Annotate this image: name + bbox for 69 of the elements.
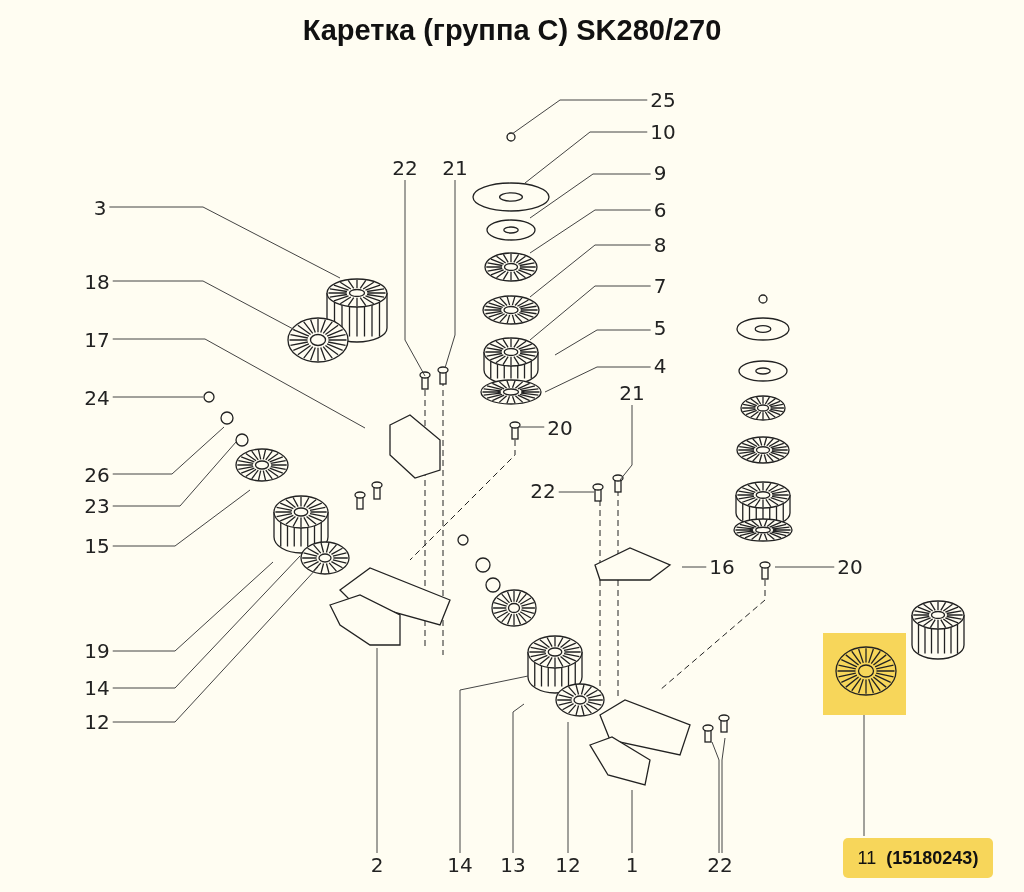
- callout-number: 26: [84, 465, 110, 485]
- callout-number: 12: [84, 712, 110, 732]
- callout-number: 7: [653, 276, 667, 296]
- callout-number: 14: [447, 855, 473, 875]
- highlight-box: [823, 633, 906, 715]
- leader-line: [681, 566, 707, 568]
- leader-line: [619, 404, 633, 481]
- leader-line: [567, 721, 569, 854]
- callout-number: 9: [653, 163, 667, 183]
- callout-number: 19: [84, 641, 110, 661]
- callout-number: 18: [84, 272, 110, 292]
- callout-number: 21: [619, 383, 645, 403]
- callout-box: [843, 838, 993, 878]
- leader-line: [459, 675, 529, 854]
- callout-number: 2: [370, 855, 384, 875]
- callout-number: 20: [837, 557, 863, 577]
- callout-number: 16: [709, 557, 735, 577]
- callout-number: 11: [857, 847, 877, 869]
- callout-number: 10: [650, 122, 676, 142]
- callout-number: 25: [650, 90, 676, 110]
- callout-number: 22: [530, 481, 556, 501]
- leader-line: [711, 741, 720, 854]
- callout-number: 22: [392, 158, 418, 178]
- callout-number: 3: [93, 198, 107, 218]
- leader-line: [774, 566, 835, 568]
- callout-number: 14: [84, 678, 110, 698]
- leader-line: [558, 491, 595, 493]
- leader-line: [112, 426, 225, 475]
- leader-line: [112, 280, 296, 331]
- leader-line: [721, 737, 726, 854]
- leader-line: [631, 789, 633, 854]
- leader-line: [544, 366, 652, 393]
- leader-line: [112, 396, 204, 398]
- callout-number: 20: [547, 418, 573, 438]
- callout-number: 23: [84, 496, 110, 516]
- callout-number: 1: [625, 855, 639, 875]
- leader-line: [529, 173, 652, 219]
- leader-line: [112, 441, 237, 507]
- leader-line: [112, 566, 319, 723]
- leader-line: [444, 179, 456, 369]
- leader-line: [108, 206, 341, 279]
- callout-number: 5: [653, 318, 667, 338]
- leader-line: [112, 561, 274, 652]
- callout-number: 24: [84, 388, 110, 408]
- leader-line: [529, 244, 652, 298]
- leader-line: [863, 714, 865, 837]
- leader-line: [376, 647, 378, 854]
- part-number: (15180243): [886, 847, 979, 869]
- callout-number: 22: [707, 855, 733, 875]
- leader-line: [529, 209, 652, 254]
- callout-number: 4: [653, 356, 667, 376]
- leader-line: [512, 703, 525, 854]
- title: Каретка (группа C) SK280/270: [301, 14, 723, 47]
- callout-number: 21: [442, 158, 468, 178]
- leader-line: [112, 555, 301, 689]
- callout-number: 17: [84, 330, 110, 350]
- callout-number: 8: [653, 235, 667, 255]
- leader-line: [517, 426, 545, 428]
- leader-line: [554, 329, 652, 356]
- callout-number: 15: [84, 536, 110, 556]
- callout-number: 12: [555, 855, 581, 875]
- leader-line: [511, 99, 648, 135]
- leader-line: [524, 131, 648, 184]
- callout-number: 13: [500, 855, 526, 875]
- leader-line: [112, 338, 366, 429]
- callout-number: 6: [653, 200, 667, 220]
- leader-line: [112, 489, 251, 547]
- leader-line: [404, 179, 426, 377]
- leader-line: [529, 285, 652, 341]
